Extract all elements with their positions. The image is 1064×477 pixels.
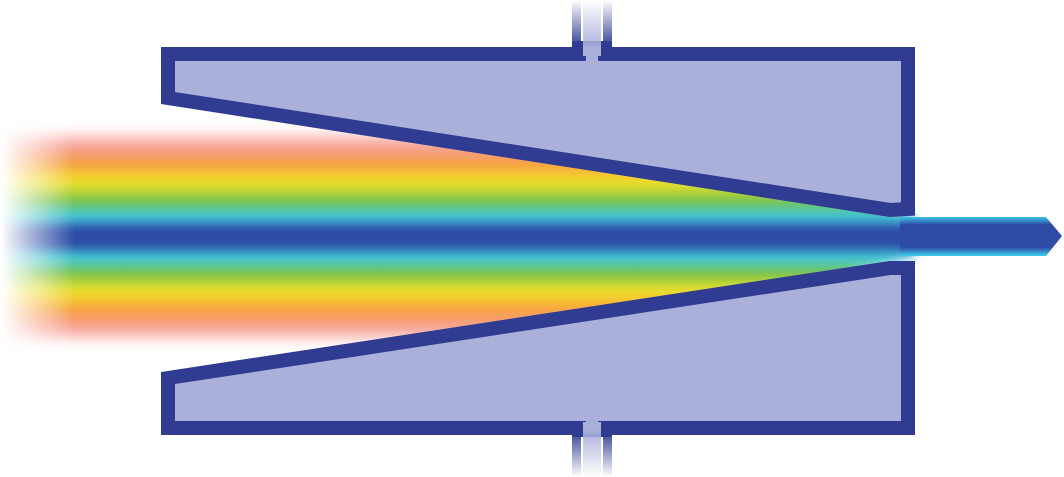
bottom-inlet-port [572, 422, 612, 477]
top-inlet-port [572, 0, 612, 56]
exit-jet [900, 217, 1062, 256]
